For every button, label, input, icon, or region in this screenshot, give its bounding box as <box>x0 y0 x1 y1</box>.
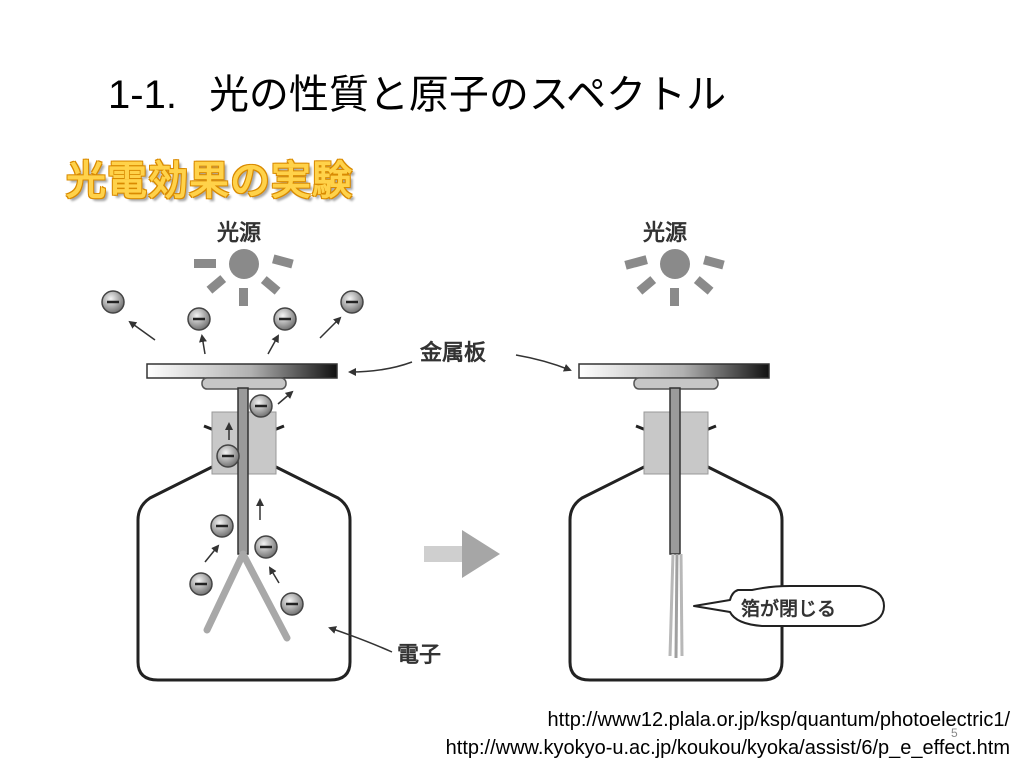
foil-closes-bubble: 箔が閉じる <box>693 585 885 627</box>
electron-icon <box>248 393 274 419</box>
electron-icon <box>279 591 305 617</box>
metal-plate-right <box>578 363 770 379</box>
light-source-right-label: 光源 <box>642 221 687 246</box>
sun-icon-left <box>229 249 259 279</box>
metal-plate-label: 金属板 <box>419 340 487 366</box>
references: http://www12.plala.or.jp/ksp/quantum/pho… <box>446 706 1010 762</box>
electron-icon <box>253 534 279 560</box>
foil-closes-label: 箔が閉じる <box>741 597 836 620</box>
electron-icon <box>339 289 365 315</box>
electroscope-right <box>568 387 784 682</box>
light-source-left-label: 光源 <box>216 221 261 246</box>
light-source-right: 光源 <box>624 221 725 306</box>
page-number: 5 <box>951 726 958 740</box>
electron-icon <box>215 443 241 469</box>
slide-subtitle: 光電効果の実験 <box>66 158 353 204</box>
slide-title: 1-1. 光の性質と原子のスペクトル <box>108 62 726 120</box>
title-number: 1-1. <box>108 73 177 117</box>
reference-link[interactable]: http://www12.plala.or.jp/ksp/quantum/pho… <box>547 709 1010 731</box>
electroscope-left <box>136 387 352 682</box>
reference-link[interactable]: http://www.kyokyo-u.ac.jp/koukou/kyoka/a… <box>445 737 1010 759</box>
title-text: 光の性質と原子のスペクトル <box>208 72 727 118</box>
electron-icon <box>186 306 212 332</box>
light-source-left: 光源 <box>194 221 294 306</box>
electron-icon <box>188 571 214 597</box>
metal-plate-left <box>146 363 338 379</box>
electron-label: 電子 <box>397 643 441 668</box>
electron-icon <box>209 513 235 539</box>
electron-icon <box>100 289 126 315</box>
sun-icon-right <box>660 249 690 279</box>
electron-icon <box>272 306 298 332</box>
process-arrow <box>424 530 500 578</box>
emitted-electrons <box>100 289 365 355</box>
